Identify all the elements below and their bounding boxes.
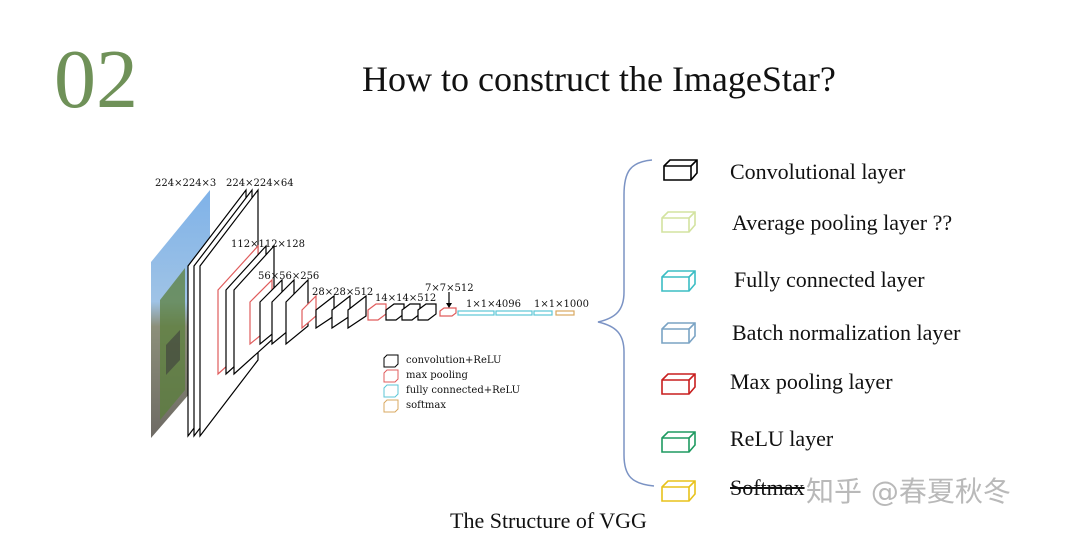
dim-label: 14×14×512 xyxy=(375,293,436,304)
conv-block-5 xyxy=(367,303,437,321)
vgg-key-item: max pooling xyxy=(383,369,469,383)
vgg-key-item: fully connected+ReLU xyxy=(383,384,520,398)
watermark: 知乎 @春夏秋冬 xyxy=(806,475,1011,508)
dim-label: 224×224×64 xyxy=(226,178,294,189)
conv-block-2 xyxy=(217,244,275,376)
legend-label-softmax: Softmax xyxy=(730,475,805,500)
cube-icon xyxy=(383,354,399,368)
cube-icon xyxy=(383,369,399,383)
cube-icon xyxy=(661,322,696,344)
legend-label-convolutional: Convolutional layer xyxy=(730,159,906,184)
cube-icon xyxy=(661,211,696,233)
cube-icon xyxy=(663,159,698,181)
slide-number: 02 xyxy=(54,33,138,126)
legend-label-batch-norm: Batch normalization layer xyxy=(732,320,961,345)
dim-label: 7×7×512 xyxy=(425,283,474,294)
dim-label: 1×1×1000 xyxy=(534,299,589,310)
dim-label: 56×56×256 xyxy=(258,271,319,282)
cube-icon xyxy=(661,431,696,453)
fc-block xyxy=(439,292,575,317)
cube-icon xyxy=(661,480,696,502)
conv-block-4 xyxy=(301,294,367,330)
cube-icon xyxy=(661,373,696,395)
dim-label: 1×1×4096 xyxy=(466,299,521,310)
conv-block-3 xyxy=(249,278,309,346)
vgg-key: convolution+ReLU max pooling fully conne… xyxy=(383,354,520,413)
vgg-key-label: max pooling xyxy=(406,370,469,381)
vgg-key-item: convolution+ReLU xyxy=(383,354,501,368)
diagram-caption: The Structure of VGG xyxy=(450,508,647,533)
vgg-key-label: convolution+ReLU xyxy=(406,355,501,366)
vgg-key-item: softmax xyxy=(383,399,446,413)
vgg-key-label: softmax xyxy=(406,400,446,411)
vgg-key-label: fully connected+ReLU xyxy=(406,385,520,396)
curly-brace xyxy=(597,159,655,487)
slide-title: How to construct the ImageStar? xyxy=(362,59,836,99)
cube-icon xyxy=(661,270,696,292)
dim-label: 224×224×3 xyxy=(155,178,216,189)
legend-label-average-pooling: Average pooling layer ?? xyxy=(732,210,953,235)
dim-label: 112×112×128 xyxy=(231,239,305,250)
cube-icon xyxy=(383,399,399,413)
legend-label-max-pooling: Max pooling layer xyxy=(730,369,893,394)
legend-label-fully-connected: Fully connected layer xyxy=(734,267,925,292)
dim-label: 28×28×512 xyxy=(312,287,373,298)
cube-icon xyxy=(383,384,399,398)
legend-label-relu: ReLU layer xyxy=(730,426,834,451)
dimension-labels: 224×224×3 224×224×64 112×112×128 56×56×2… xyxy=(155,178,589,310)
legend-icons xyxy=(661,159,698,502)
